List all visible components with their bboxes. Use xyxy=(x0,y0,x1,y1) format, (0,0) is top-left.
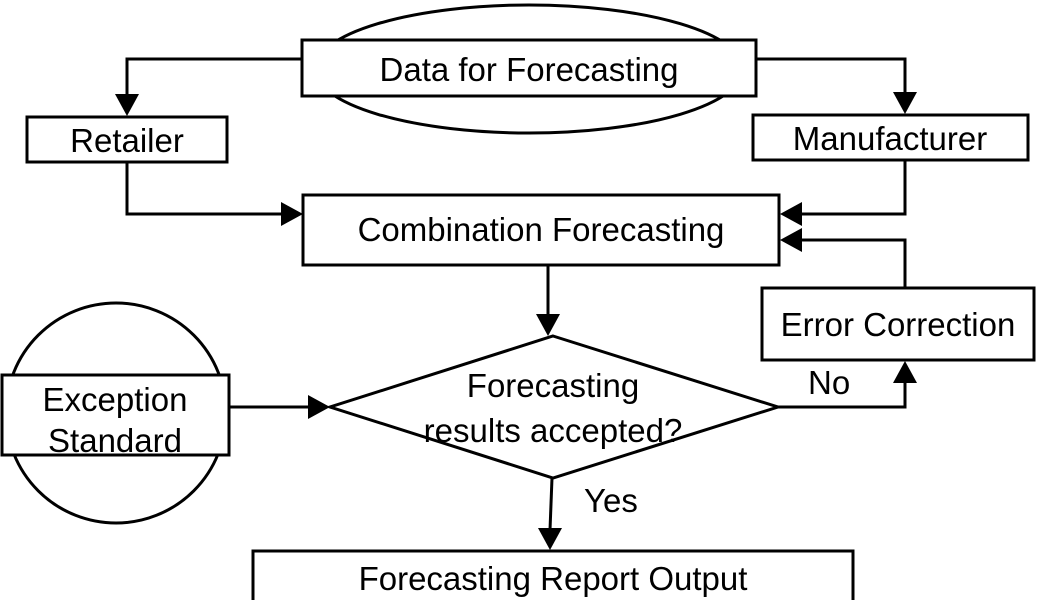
node-combination-forecasting: Combination Forecasting xyxy=(301,193,781,267)
connectors xyxy=(115,57,917,550)
exception-label-line-1: Exception xyxy=(43,381,188,418)
exception-box xyxy=(0,373,231,457)
edge-decision-to-report xyxy=(548,477,554,531)
combination-box xyxy=(301,193,781,267)
node-exception-standard: Exception Standard xyxy=(0,301,231,525)
decision-label-line-1: Forecasting xyxy=(467,367,639,404)
retailer-box xyxy=(25,115,229,164)
data-source-box xyxy=(300,38,758,98)
edge-decision-to-error xyxy=(778,380,907,409)
node-forecasting-results-accepted: Forecasting results accepted? xyxy=(325,334,783,480)
arrowhead-combination-right-2 xyxy=(780,228,802,252)
data-source-label: Data for Forecasting xyxy=(380,51,679,88)
edge-data-to-manufacturer xyxy=(756,57,907,94)
arrowhead-decision-top xyxy=(536,314,560,336)
arrowhead-combination-left xyxy=(281,202,303,226)
arrowhead-retailer xyxy=(115,94,139,116)
arrowhead-error xyxy=(893,361,917,383)
report-output-box xyxy=(251,549,855,600)
report-output-label: Forecasting Report Output xyxy=(359,560,748,597)
exception-label-line-2: Standard xyxy=(48,422,182,459)
decision-diamond xyxy=(325,334,783,480)
error-correction-label: Error Correction xyxy=(781,306,1016,343)
edge-retailer-to-combination xyxy=(125,162,283,216)
manufacturer-label: Manufacturer xyxy=(793,120,987,157)
arrowhead-combination-right-1 xyxy=(780,202,802,226)
decision-label-line-2: results accepted? xyxy=(424,412,683,449)
error-correction-box xyxy=(760,286,1036,362)
edge-data-to-retailer xyxy=(125,57,302,96)
arrowhead-report xyxy=(538,528,562,550)
node-data-for-forecasting: Data for Forecasting xyxy=(300,3,758,135)
retailer-label: Retailer xyxy=(70,122,184,159)
node-error-correction: Error Correction xyxy=(760,286,1036,362)
edge-label-yes: Yes xyxy=(584,482,638,519)
combination-label: Combination Forecasting xyxy=(358,211,725,248)
edge-error-to-combination xyxy=(800,238,907,288)
node-forecasting-report-output: Forecasting Report Output xyxy=(251,549,855,600)
arrowhead-manufacturer xyxy=(893,92,917,114)
node-manufacturer: Manufacturer xyxy=(751,113,1030,162)
edge-manufacturer-to-combination xyxy=(800,160,907,216)
arrowhead-decision-left xyxy=(308,395,330,419)
manufacturer-box xyxy=(751,113,1030,162)
edge-label-no: No xyxy=(808,364,850,401)
node-retailer: Retailer xyxy=(25,115,229,164)
